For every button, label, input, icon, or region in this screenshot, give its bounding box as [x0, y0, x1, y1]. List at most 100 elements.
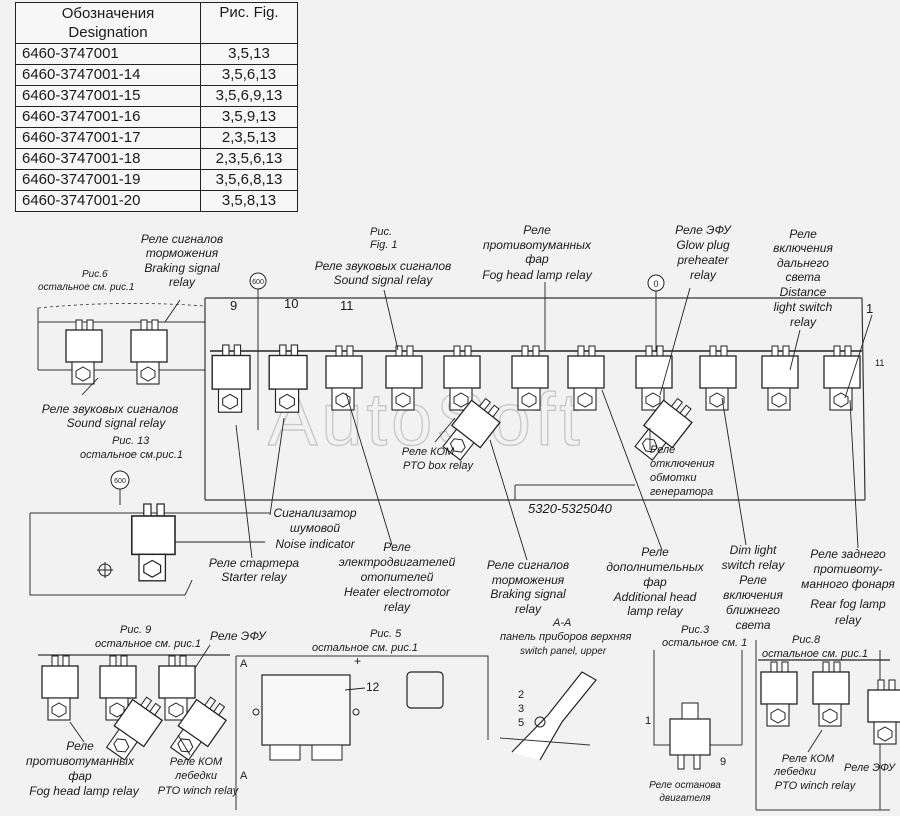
label-line: торможения: [492, 573, 565, 587]
label-line: генератора: [650, 486, 713, 498]
label-line: light switch: [774, 300, 833, 314]
fig8-pto-line: лебедки: [773, 766, 816, 778]
relay-rear-fog: [823, 345, 861, 411]
fig13-title: Рис. 13: [112, 435, 150, 447]
label-line: противоту-: [813, 562, 882, 576]
label-line: Реле ЭФУ: [675, 223, 732, 237]
label-additional: Реле дополнительных фар Additional head …: [606, 545, 704, 618]
cell-fig: 3,5,8,13: [200, 190, 298, 212]
relay-9: [211, 344, 251, 413]
fig13-circle-label: 600: [114, 478, 126, 485]
label-line: Сигнализатор: [273, 506, 356, 520]
fig6-relay-a: [65, 319, 103, 385]
label-line: Braking signal: [144, 261, 220, 275]
label-line: relay: [169, 275, 196, 289]
label-line: Glow plug: [676, 238, 730, 252]
section-aa-subtitle: панель приборов верхняя: [500, 631, 631, 643]
circle-0-label: 0: [653, 279, 658, 289]
label-line: Rear fog lamp: [810, 597, 886, 611]
fig8-relay-b: [812, 661, 850, 727]
fig9-pto-line: лебедки: [174, 770, 217, 782]
circle-600: [249, 272, 267, 290]
fig6-label-en: Sound signal relay: [67, 416, 167, 430]
label-line: Noise indicator: [275, 537, 355, 551]
label-line: Dim light: [730, 543, 777, 557]
label-fog-top: Реле противотуманных фар Fog head lamp r…: [482, 223, 592, 282]
fig8-pto-line: PTO winch relay: [775, 780, 857, 792]
fig9-efu-label: Реле ЭФУ: [210, 629, 267, 643]
label-line: дальнего: [777, 256, 829, 270]
header-designation-en: Designation: [68, 24, 148, 41]
label-line: Heater electromotor: [344, 585, 451, 599]
circle-0: [647, 274, 665, 292]
label-line: PTO box relay: [403, 460, 475, 472]
fig3-label-1: Реле останова: [649, 780, 721, 791]
fig6-title: Рис.6: [82, 269, 108, 280]
label-pto-box: Реле КОМ PTO box relay: [402, 446, 475, 472]
label-line: switch relay: [722, 558, 786, 572]
fig3-title: Рис.3: [681, 624, 710, 636]
label-braking-bottom: Реле сигналов торможения Braking signal …: [487, 558, 569, 616]
label-braking-top: Реле сигналов торможения Braking signal …: [141, 232, 223, 289]
fig13-subtitle: остальное см.рис.1: [80, 449, 183, 461]
fig5-a-top: A: [240, 658, 248, 670]
cell-designation: 6460-3747001-15: [15, 85, 201, 107]
label-line: Fog head lamp relay: [482, 268, 592, 282]
label-line: Additional head: [613, 590, 697, 604]
fig9-pto-line: Реле КОМ: [170, 756, 223, 768]
label-line: Sound signal relay: [334, 273, 434, 287]
fig9-pto-line: PTO winch relay: [158, 785, 240, 797]
cell-fig: 3,5,13: [200, 43, 298, 65]
fig8-pto-line: Реле КОМ: [782, 753, 835, 765]
label-line: отопителей: [361, 570, 434, 584]
num-10: 10: [284, 296, 298, 311]
label-line: relay: [835, 613, 862, 627]
label-line: электродвигателей: [339, 555, 456, 569]
relay-glow: [635, 345, 673, 411]
section-aa: А-А панель приборов верхняя switch panel…: [499, 617, 631, 761]
label-line: relay: [515, 602, 542, 616]
fig5-title: Рис. 5: [370, 628, 402, 640]
table-header-row: Обозначения Designation Рис. Fig.: [15, 2, 298, 44]
fig9-inset: Рис. 9 остальное см. рис.1 Реле ЭФУ Реле…: [26, 624, 267, 798]
fig9-fog-line: Реле: [66, 739, 94, 753]
designation-table: Обозначения Designation Рис. Fig. 6460-3…: [15, 2, 298, 212]
fig5-plus: +: [354, 654, 361, 668]
label-line: включения: [723, 588, 783, 602]
cell-fig: 3,5,9,13: [200, 106, 298, 128]
fig6-inset: Рис.6 остальное см. рис.1 Реле звуковых …: [37, 269, 206, 430]
label-line: Starter relay: [221, 570, 287, 584]
leader-lines: [164, 282, 873, 561]
header-designation-ru: Обозначения: [61, 5, 155, 22]
label-line: Реле звуковых сигналов: [315, 259, 452, 273]
fig6-subtitle: остальное см. рис.1: [38, 282, 134, 293]
label-line: ближнего: [726, 603, 780, 617]
fig9-fog-line: Fog head lamp relay: [29, 784, 139, 798]
label-line: торможения: [146, 246, 219, 260]
label-line: Реле: [739, 573, 767, 587]
label-noise: Сигнализатор шумовой Noise indicator: [273, 506, 356, 551]
cell-designation: 6460-3747001-19: [15, 169, 201, 191]
relay-dim: [699, 345, 737, 411]
fig9-fog-line: фар: [68, 769, 92, 783]
fig13-inset: Рис. 13 остальное см.рис.1 600: [29, 435, 270, 596]
label-line: противотуманных: [483, 238, 592, 252]
label-gen-off: Реле отключения обмотки генератора: [650, 444, 714, 498]
section-num-3: 3: [518, 703, 524, 715]
part-number: 5320-5325040: [528, 501, 613, 516]
cell-fig: 3,5,6,13: [200, 64, 298, 86]
fig6-label-ru: Реле звуковых сигналов: [42, 402, 179, 416]
label-line: Braking signal: [490, 587, 566, 601]
fig3-subtitle: остальное см. 1: [662, 637, 747, 649]
fig9-fog-line: противотуманных: [26, 754, 135, 768]
fig3-relay: [669, 702, 711, 770]
label-heater: Реле электродвигателей отопителей Heater…: [339, 540, 456, 614]
header-designation: Обозначения Designation: [15, 2, 201, 44]
label-line: Реле заднего: [810, 547, 886, 561]
relay-distance: [761, 345, 799, 411]
fig9-relay-a: [41, 655, 79, 721]
label-starter: Реле стартера Starter relay: [209, 556, 299, 584]
